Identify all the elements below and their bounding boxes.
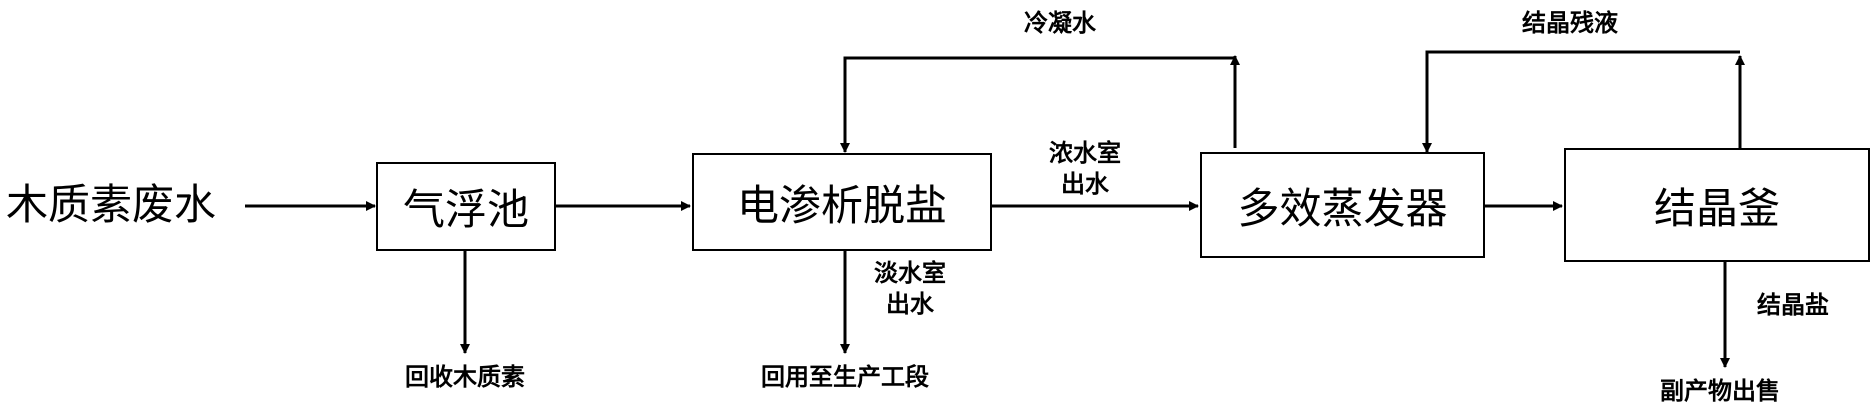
condensate-label: 冷凝水 xyxy=(1024,9,1096,37)
byproduct-output: 副产物出售 xyxy=(1660,377,1780,405)
electrodialysis-box: 电渗析脱盐 xyxy=(692,153,992,251)
dilute-line1: 淡水室 xyxy=(874,259,946,287)
lignin-recovery-output: 回收木质素 xyxy=(405,363,525,391)
evaporator-box: 多效蒸发器 xyxy=(1200,152,1485,258)
crystallizer-box: 结晶釜 xyxy=(1564,148,1870,262)
concentrate-line2: 出水 xyxy=(1061,170,1109,199)
crystallizer-label: 结晶釜 xyxy=(1653,183,1780,233)
mother-liquor-label: 结晶残液 xyxy=(1522,9,1618,37)
reuse-output: 回用至生产工段 xyxy=(761,363,929,391)
crystal-salt-label: 结晶盐 xyxy=(1757,291,1829,319)
concentrate-line1: 浓水室 xyxy=(1049,139,1121,167)
electrodialysis-label: 电渗析脱盐 xyxy=(736,180,947,230)
feed-label: 木质素废水 xyxy=(6,180,217,229)
flotation-label: 气浮池 xyxy=(402,185,529,234)
concentrate-outlet-label: 浓水室 出水 xyxy=(1030,138,1140,200)
arrow-condensate-return xyxy=(840,56,1235,153)
dilute-outlet-label: 淡水室 出水 xyxy=(855,258,965,320)
evaporator-label: 多效蒸发器 xyxy=(1237,183,1448,233)
flotation-box: 气浮池 xyxy=(376,162,556,251)
arrow-mother-liquor-return xyxy=(1422,50,1740,153)
dilute-line2: 出水 xyxy=(886,290,934,319)
